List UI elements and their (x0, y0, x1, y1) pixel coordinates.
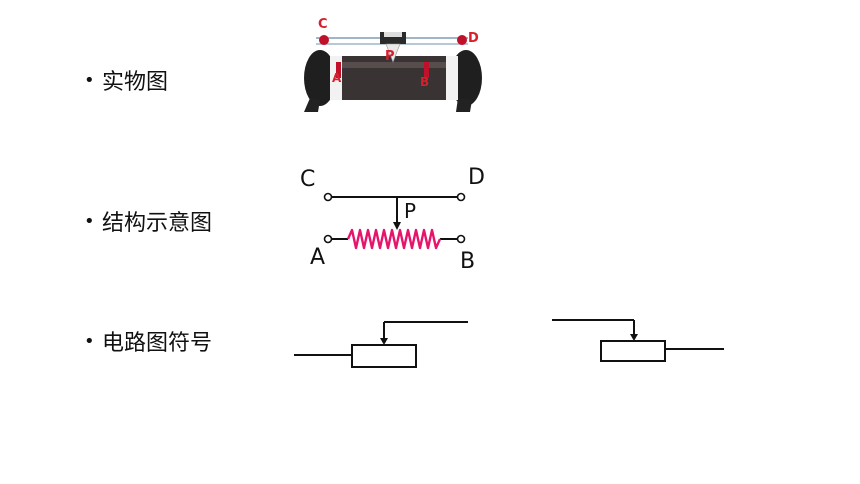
resistor-box (351, 344, 417, 368)
photo-label-a: A (332, 71, 342, 85)
bullet: • (84, 330, 95, 352)
photo-label-p: P (385, 49, 395, 64)
photo-label-c: C (318, 17, 328, 32)
node-d (456, 192, 466, 202)
leg-right (456, 98, 472, 112)
bullet: • (84, 210, 95, 232)
structure-schematic: C D P A B (300, 165, 485, 270)
terminal-c (319, 35, 329, 45)
leg-left (304, 98, 320, 112)
photo-label-b: B (420, 75, 429, 89)
slider-arrow (630, 334, 638, 341)
rheostat-symbol-2 (552, 319, 724, 362)
rheostat-photo: C D P A B (304, 17, 482, 112)
row-photo: • 实物图 (84, 64, 168, 96)
bullet: • (84, 69, 95, 91)
row-structure: • 结构示意图 (84, 205, 212, 237)
photo-label-d: D (468, 31, 479, 46)
terminal-d (457, 35, 467, 45)
schem-label-c: C (300, 167, 315, 192)
label-symbol: 电路图符号 (102, 331, 213, 356)
schem-label-d: D (468, 165, 485, 190)
node-b (456, 234, 466, 244)
schem-label-a: A (310, 245, 325, 270)
rheostat-symbol-1 (294, 321, 468, 368)
terminal-a (336, 62, 341, 78)
slider-contact (385, 43, 401, 63)
schem-label-b: B (460, 249, 475, 270)
label-photo: 实物图 (102, 70, 169, 95)
row-symbol: • 电路图符号 (84, 325, 212, 357)
resistor-box (600, 340, 666, 362)
slider-arrow (380, 338, 388, 345)
end-cap-left (304, 50, 336, 106)
schem-label-p: P (404, 199, 416, 223)
node-a (323, 234, 333, 244)
terminal-b (424, 62, 429, 78)
resistance-coil (346, 228, 442, 250)
node-c (323, 192, 333, 202)
label-structure: 结构示意图 (102, 211, 213, 236)
slider-arrow (393, 222, 401, 230)
